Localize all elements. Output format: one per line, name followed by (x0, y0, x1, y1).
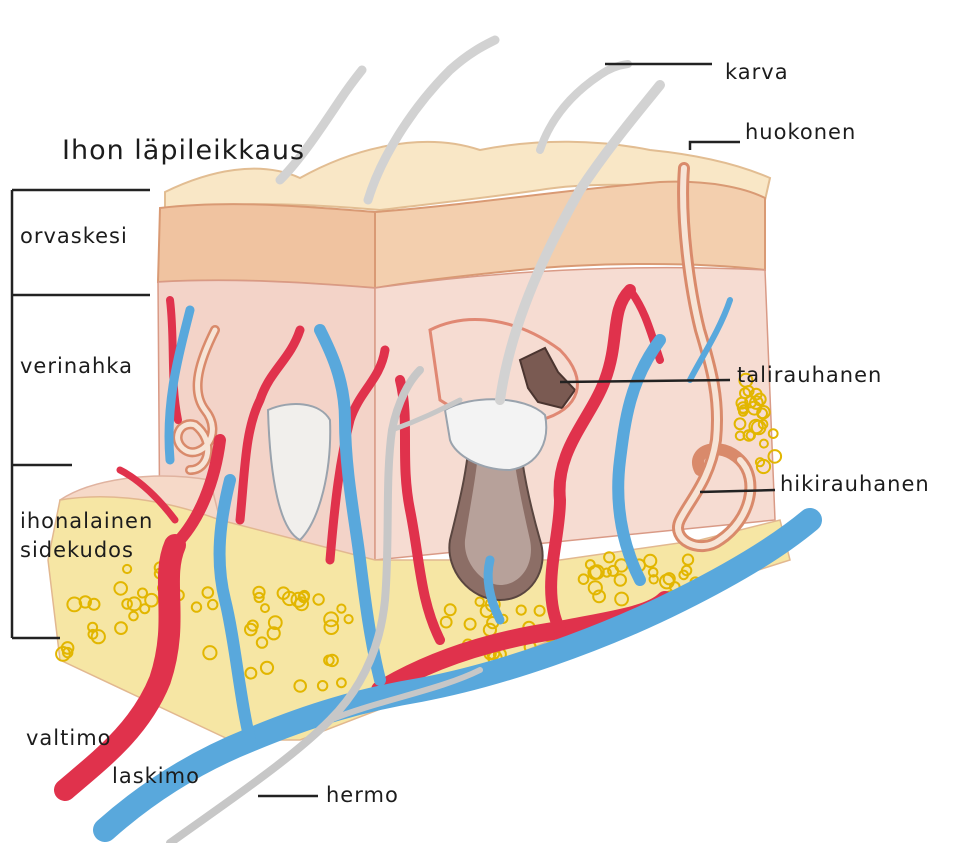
label-nerve: hermo (326, 785, 399, 806)
layer-label-subcutis-2: sidekudos (20, 540, 134, 561)
label-vein: laskimo (112, 766, 200, 787)
label-hair: karva (725, 62, 789, 83)
label-sweat-gland: hikirauhanen (780, 474, 930, 495)
label-pore: huokonen (745, 122, 856, 143)
label-artery: valtimo (26, 728, 112, 749)
label-sebaceous-gland: talirauhanen (737, 365, 882, 386)
layer-label-dermis: verinahka (20, 356, 133, 377)
epidermis-left-face (158, 204, 375, 288)
layer-label-epidermis: orvaskesi (20, 226, 128, 247)
diagram-title: Ihon läpileikkaus (62, 137, 305, 164)
layer-label-subcutis-1: ihonalainen (20, 511, 153, 532)
